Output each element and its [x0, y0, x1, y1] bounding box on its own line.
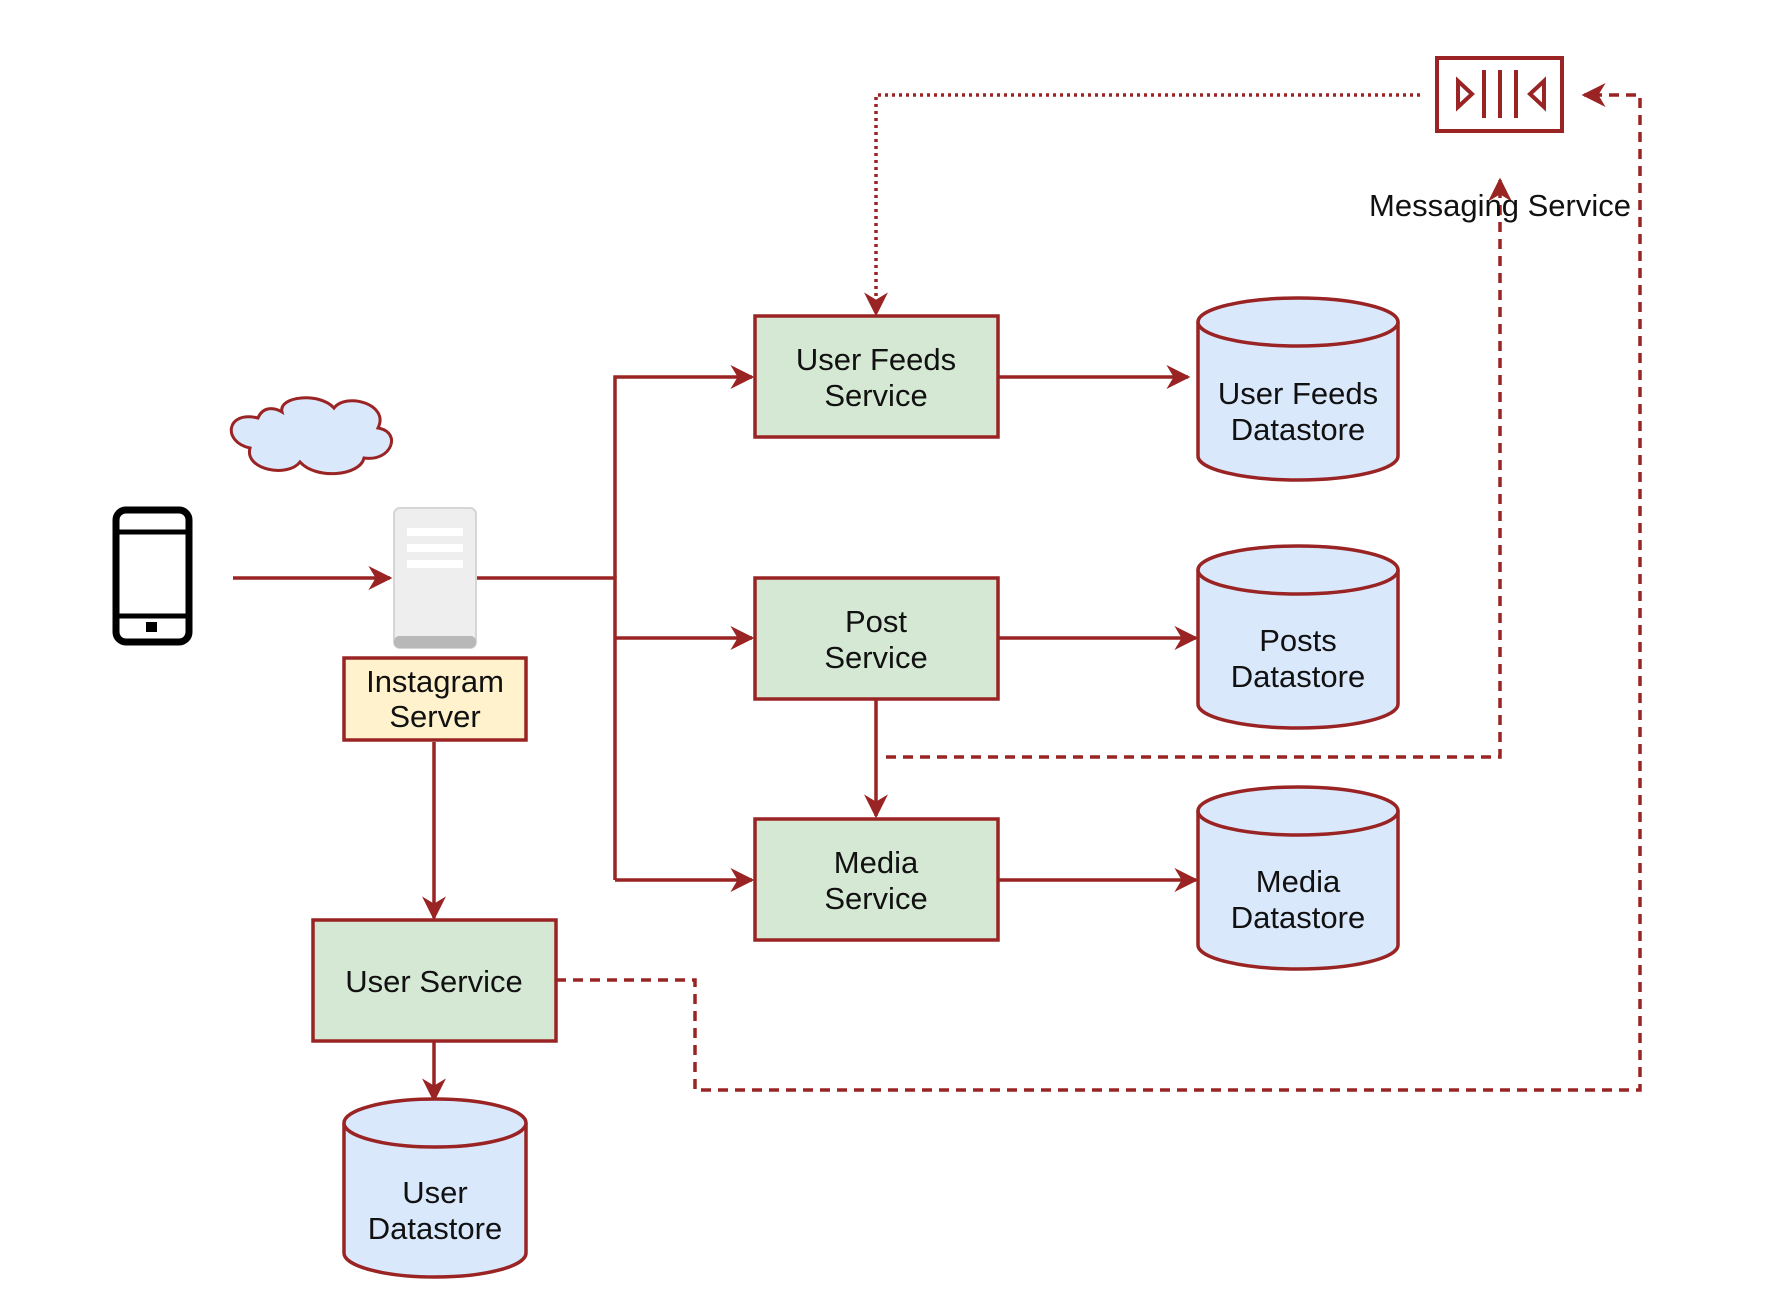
- edge-post-to-queue: [886, 177, 1512, 759]
- media-datastore-line2: Datastore: [1231, 900, 1365, 935]
- user-feeds-datastore-line1: User Feeds: [1218, 376, 1378, 411]
- user-feeds-datastore-node: User Feeds Datastore: [1196, 296, 1400, 482]
- user-feeds-service-line2: Service: [824, 378, 927, 413]
- user-service-node: User Service: [311, 918, 558, 1043]
- media-service-line2: Service: [824, 881, 927, 916]
- user-datastore-line2: Datastore: [368, 1211, 502, 1246]
- media-datastore-node: Media Datastore: [1196, 785, 1400, 971]
- user-service-label: User Service: [345, 964, 522, 999]
- edge-to-user-feeds-service: [613, 365, 755, 578]
- posts-datastore-node: Posts Datastore: [1196, 544, 1400, 730]
- message-queue-icon: [1435, 56, 1564, 133]
- post-service-line1: Post: [845, 604, 907, 639]
- instagram-server-node: Instagram Server: [342, 656, 528, 742]
- media-service-line1: Media: [834, 845, 919, 880]
- user-datastore-node: User Datastore: [342, 1097, 528, 1279]
- edge-queue-to-user-feeds: [864, 93, 1420, 317]
- server-label-line2: Server: [389, 699, 480, 734]
- post-service-line2: Service: [824, 640, 927, 675]
- posts-datastore-line2: Datastore: [1231, 659, 1365, 694]
- edge-user-service-to-queue: [556, 83, 1642, 1092]
- cloud-icon: [230, 396, 393, 476]
- media-datastore-line1: Media: [1256, 864, 1341, 899]
- user-feeds-datastore-line2: Datastore: [1231, 412, 1365, 447]
- smartphone-icon: [112, 506, 193, 646]
- server-icon: [393, 507, 477, 649]
- post-service-node: Post Service: [753, 576, 1000, 701]
- user-feeds-service-line1: User Feeds: [796, 342, 956, 377]
- server-label-line1: Instagram: [366, 664, 504, 699]
- messaging-service-label: Messaging Service: [1369, 188, 1631, 223]
- posts-datastore-line1: Posts: [1259, 623, 1337, 658]
- user-feeds-service-node: User Feeds Service: [753, 314, 1000, 439]
- user-datastore-line1: User: [402, 1175, 467, 1210]
- media-service-node: Media Service: [753, 817, 1000, 942]
